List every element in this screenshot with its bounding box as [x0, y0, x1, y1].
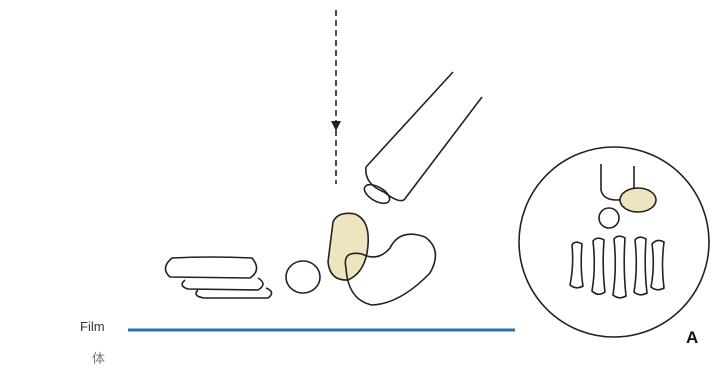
inset-circle [519, 147, 709, 337]
tibia-bone [366, 72, 482, 201]
sesamoid-bone [361, 181, 392, 207]
panel-label: A [686, 328, 698, 348]
round-bone [286, 261, 320, 293]
metatarsal-bones [165, 257, 271, 298]
film-sub-label: 体 [92, 348, 105, 367]
film-label: Film [80, 319, 105, 334]
beam-arrow-icon [331, 10, 341, 184]
inset-highlight-bone [620, 188, 656, 212]
highlighted-bone [328, 213, 368, 280]
